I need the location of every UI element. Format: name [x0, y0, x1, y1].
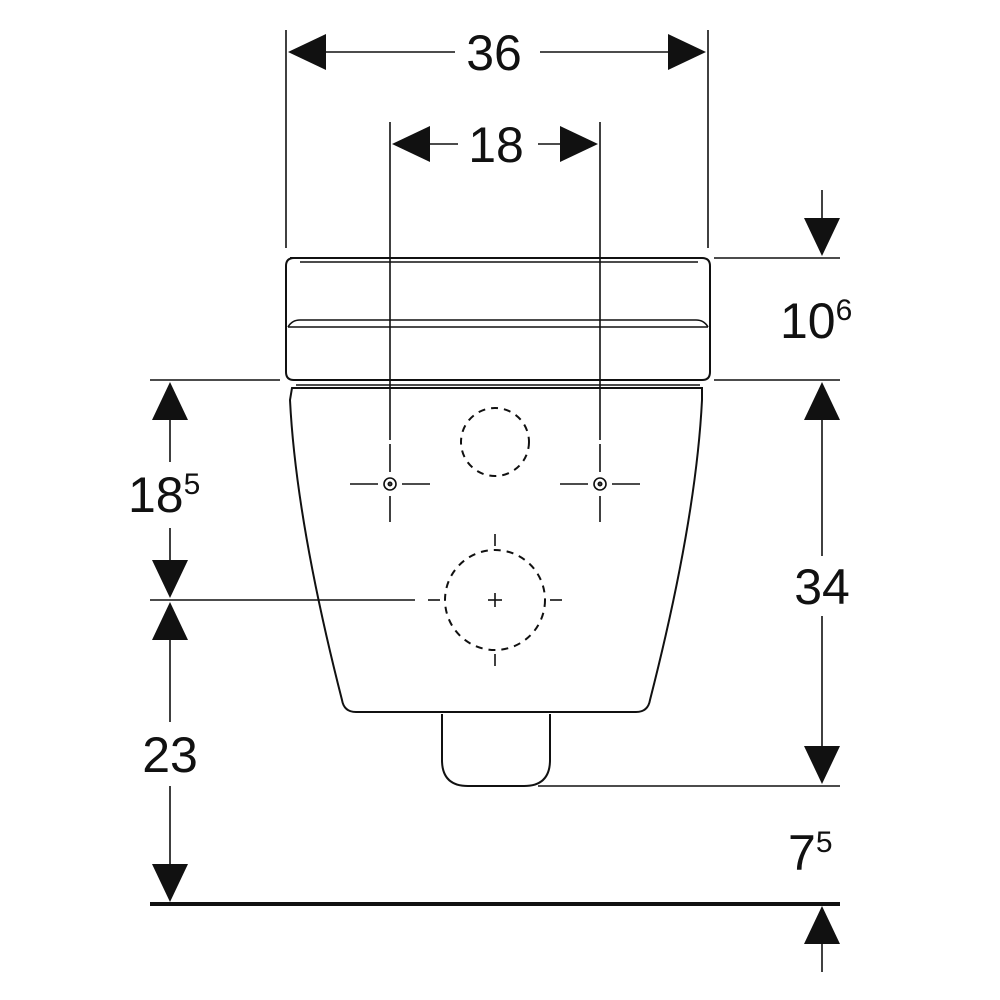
extension-lines	[150, 30, 840, 787]
waste-outlet-marker	[428, 534, 562, 666]
dimension-label-18: 18	[468, 117, 524, 173]
dimension-label-34: 34	[794, 559, 850, 615]
dimension-fixing-height: 185	[128, 382, 200, 598]
dimension-fixing-distance: 18	[392, 117, 598, 173]
dimension-overall-width: 36	[288, 25, 706, 81]
dimension-outlet-height: 23	[142, 602, 198, 902]
lid-seam-curve	[287, 319, 709, 328]
dimension-outlet-to-floor: 75	[788, 825, 840, 972]
right-fixing-bolt	[560, 444, 640, 522]
dimension-bowl-height: 34	[794, 382, 850, 784]
dimension-label-lid: 106	[780, 293, 852, 349]
bowl	[288, 387, 703, 713]
fixing-points	[350, 407, 640, 666]
toilet-body	[285, 257, 711, 787]
dimension-lid-height: 106	[780, 190, 852, 349]
left-fixing-bolt	[350, 444, 430, 522]
dimension-label-36: 36	[466, 25, 522, 81]
seat-lid	[285, 257, 711, 381]
outlet	[441, 714, 551, 787]
dimension-label-outlet-floor: 75	[788, 825, 833, 881]
dimension-label-23: 23	[142, 727, 198, 783]
dimension-label-fixing-height: 185	[128, 467, 200, 523]
water-inlet-circle	[460, 407, 530, 477]
